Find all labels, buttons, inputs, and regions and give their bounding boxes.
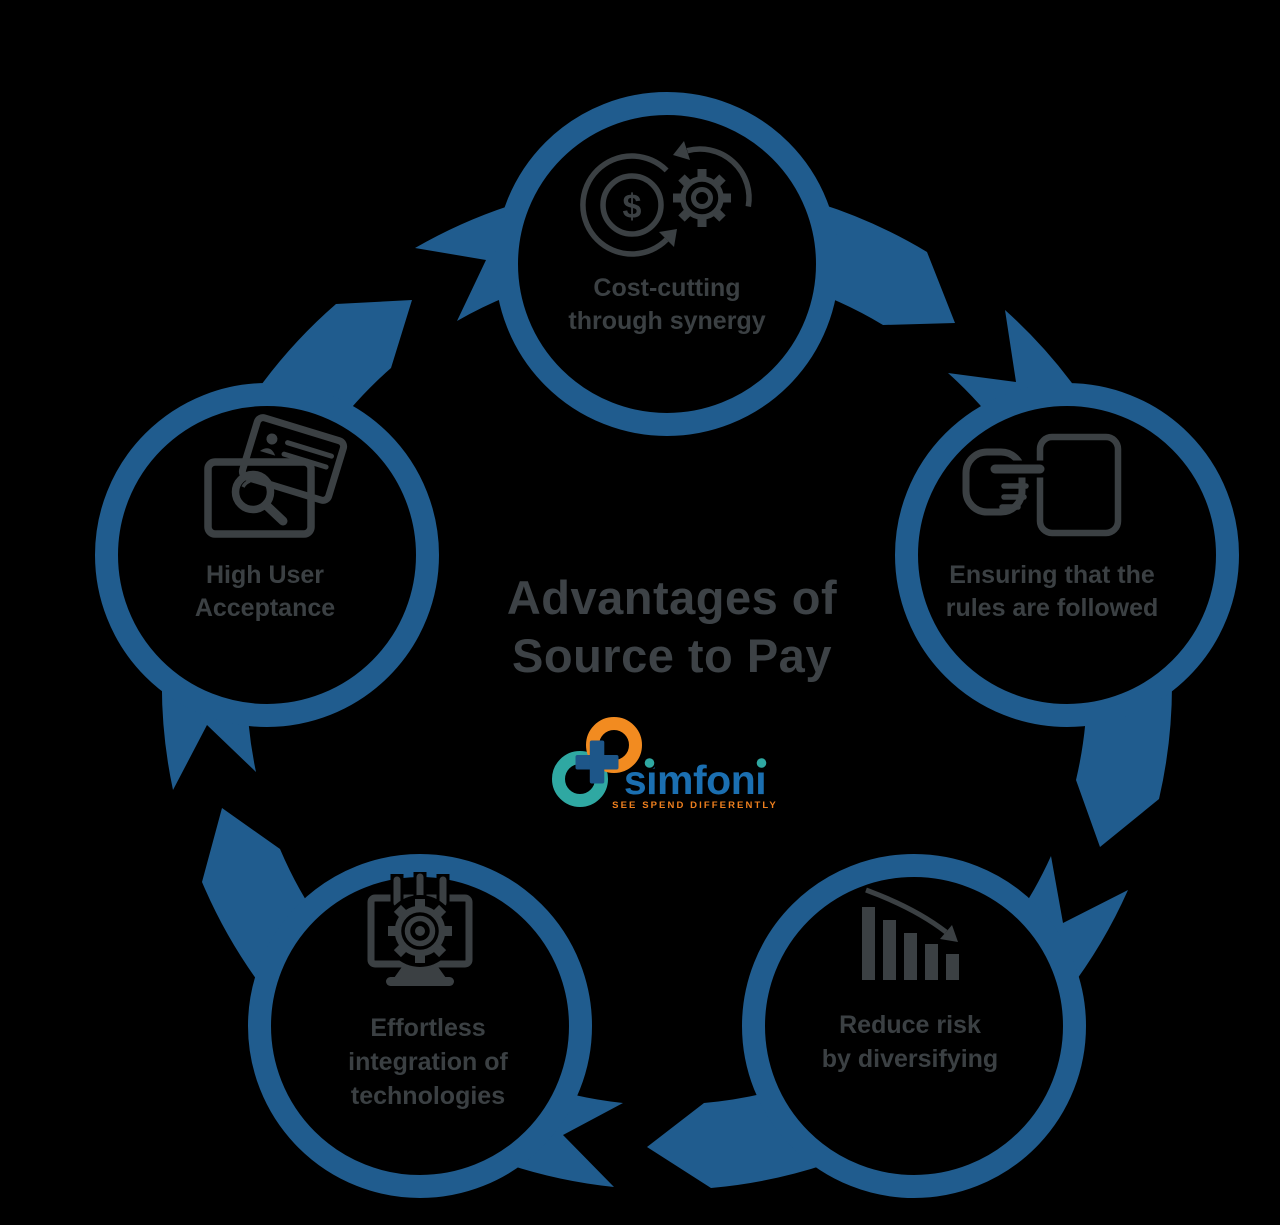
node-circle bbox=[495, 92, 839, 436]
node-label-line: Effortless bbox=[370, 1014, 485, 1042]
bar-1 bbox=[862, 907, 875, 980]
title-line-1: Advantages of bbox=[507, 571, 837, 624]
gear-ring bbox=[404, 915, 436, 947]
simfoni-logo: simfoni SEE SPEND DIFFERENTLY bbox=[552, 717, 778, 811]
node-label-line: Cost-cutting bbox=[593, 274, 740, 302]
sync-arrowhead-right bbox=[659, 229, 677, 247]
sync-arrow-right-loop bbox=[686, 146, 752, 207]
decline-arrow-curve bbox=[865, 887, 948, 934]
money-gear-sync-icon: $ bbox=[580, 141, 752, 257]
card-text-line-1 bbox=[285, 440, 335, 459]
card-person-shoulders bbox=[259, 448, 276, 456]
dollar-symbol: $ bbox=[623, 188, 642, 226]
node-label-line: Reduce risk bbox=[839, 1011, 981, 1039]
logo-plus-icon bbox=[575, 740, 619, 784]
gear-center-dot bbox=[415, 926, 425, 936]
back-card-frame bbox=[238, 414, 348, 504]
coin-halo bbox=[598, 171, 666, 239]
wordmark-teal-dots bbox=[643, 756, 768, 770]
declining-bar-chart-icon bbox=[862, 887, 959, 980]
title-line-2: Source to Pay bbox=[512, 629, 832, 682]
coin-circle bbox=[600, 173, 664, 237]
fist-shape bbox=[962, 448, 1026, 516]
node-user-acceptance: High User Acceptance bbox=[95, 383, 439, 727]
back-card bbox=[238, 414, 348, 504]
node-label-line: Ensuring that the bbox=[949, 561, 1155, 589]
bar-4 bbox=[925, 944, 938, 980]
brand-tagline: SEE SPEND DIFFERENTLY bbox=[612, 800, 778, 811]
node-circle bbox=[895, 383, 1239, 727]
center-title: Advantages of Source to Pay bbox=[507, 571, 837, 682]
node-label-line: through synergy bbox=[568, 307, 765, 335]
node-label-line: integration of bbox=[348, 1048, 508, 1076]
bar-3 bbox=[904, 933, 917, 980]
sync-arrow-left-loop bbox=[580, 153, 669, 257]
node-label-line: technologies bbox=[351, 1082, 505, 1110]
node-label-line: Acceptance bbox=[195, 594, 335, 622]
monitor-gear-icon bbox=[367, 872, 473, 986]
sync-arrowhead-left bbox=[673, 141, 690, 160]
gear-teeth bbox=[388, 899, 452, 963]
gear-body bbox=[394, 905, 446, 957]
node-reduce-risk: Reduce risk by diversifying bbox=[742, 854, 1086, 1198]
hand-pointing-document-icon bbox=[962, 433, 1122, 537]
gear-hole bbox=[691, 187, 713, 209]
node-circle bbox=[742, 854, 1086, 1198]
card-photo-dot bbox=[266, 433, 278, 445]
node-label-line: High User bbox=[206, 561, 324, 589]
gear-body bbox=[680, 176, 724, 220]
front-card-frame bbox=[204, 458, 315, 538]
lens-shine bbox=[241, 479, 251, 488]
magnifier-lens bbox=[231, 470, 275, 514]
magnifier-handle bbox=[261, 500, 288, 526]
decline-arrowhead bbox=[940, 925, 958, 942]
node-label-line: rules are followed bbox=[946, 594, 1159, 622]
node-integration: Effortless integration of technologies bbox=[248, 854, 592, 1198]
document-shape bbox=[1036, 433, 1122, 537]
search-cards-icon bbox=[204, 414, 348, 538]
gear-teeth bbox=[673, 169, 731, 227]
node-circle bbox=[95, 383, 439, 727]
node-cost-cutting: $ Cost-cutting through synergy bbox=[495, 92, 839, 436]
bar-5 bbox=[946, 954, 959, 980]
monitor-stand bbox=[394, 964, 446, 978]
node-rules-followed: Ensuring that the rules are followed bbox=[895, 383, 1239, 727]
node-circle bbox=[248, 854, 592, 1198]
monitor-base bbox=[386, 977, 454, 986]
node-label-line: by diversifying bbox=[822, 1045, 998, 1073]
bar-2 bbox=[883, 920, 896, 980]
